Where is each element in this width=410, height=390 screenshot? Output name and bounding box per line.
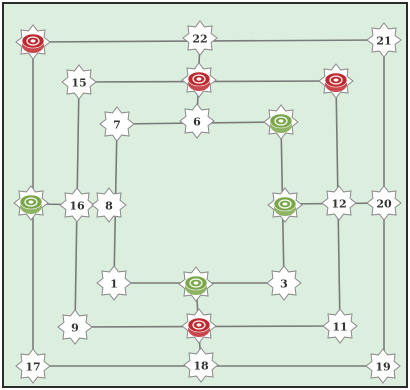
point-star-icon — [182, 20, 218, 56]
point-label: 1 — [110, 278, 118, 291]
point-label: 19 — [375, 361, 390, 374]
point-star-icon — [179, 103, 215, 139]
piece-ring-icon — [24, 197, 38, 207]
point-star-icon — [59, 187, 95, 223]
point-star-icon — [61, 64, 97, 100]
board-point-3[interactable]: 3 — [266, 265, 302, 301]
piece-ring-icon — [189, 278, 203, 288]
board-point-15[interactable]: 15 — [61, 64, 97, 100]
point-star-icon — [57, 309, 93, 345]
point-star-icon — [322, 308, 358, 344]
point-label: 17 — [25, 361, 40, 374]
piece-ring-icon — [192, 320, 206, 330]
board-point-19[interactable]: 19 — [365, 348, 401, 384]
point-label: 16 — [69, 200, 85, 213]
point-label: 11 — [332, 321, 347, 334]
red-piece[interactable] — [15, 24, 51, 60]
board-point-6[interactable]: 6 — [179, 103, 215, 139]
point-star-icon — [15, 348, 51, 384]
board-point-21[interactable]: 21 — [366, 22, 402, 58]
point-label: 15 — [71, 77, 86, 90]
game-pieces — [13, 24, 354, 344]
point-star-icon — [183, 347, 219, 383]
point-label: 7 — [113, 119, 121, 132]
board-point-20[interactable]: 20 — [366, 185, 402, 221]
piece-center-icon — [333, 78, 339, 82]
board-point-16[interactable]: 16 — [59, 187, 95, 223]
point-label: 9 — [71, 322, 79, 335]
board-point-12[interactable]: 12 — [321, 185, 357, 221]
red-piece[interactable] — [181, 308, 217, 344]
red-piece[interactable] — [318, 63, 354, 99]
point-label: 12 — [331, 198, 346, 211]
piece-ring-icon — [192, 74, 206, 84]
piece-ring-icon — [278, 199, 292, 209]
point-star-icon — [321, 185, 357, 221]
piece-center-icon — [196, 323, 202, 327]
board-point-9[interactable]: 9 — [57, 309, 93, 345]
point-label: 18 — [193, 360, 209, 373]
green-piece[interactable] — [267, 187, 303, 223]
point-label: 8 — [105, 200, 113, 213]
board-point-17[interactable]: 17 — [15, 348, 51, 384]
point-label: 22 — [192, 33, 207, 46]
board-point-8[interactable]: 8 — [91, 187, 127, 223]
board-points: 22 21 15 7 6 16 8 12 20 1 3 9 11 17 18 19 — [15, 20, 402, 384]
board-point-7[interactable]: 7 — [99, 106, 135, 142]
point-star-icon — [366, 22, 402, 58]
point-star-icon — [365, 348, 401, 384]
point-star-icon — [91, 187, 127, 223]
piece-center-icon — [282, 202, 288, 206]
piece-ring-icon — [329, 75, 343, 85]
green-piece[interactable] — [13, 185, 49, 221]
point-label: 21 — [376, 35, 391, 48]
piece-center-icon — [193, 281, 199, 285]
piece-center-icon — [28, 200, 34, 204]
green-piece[interactable] — [178, 266, 214, 302]
piece-center-icon — [30, 39, 36, 43]
point-label: 6 — [193, 116, 201, 129]
green-piece[interactable] — [263, 104, 299, 140]
piece-center-icon — [196, 77, 202, 81]
board-point-18[interactable]: 18 — [183, 347, 219, 383]
red-piece[interactable] — [181, 62, 217, 98]
board-point-11[interactable]: 11 — [322, 308, 358, 344]
point-star-icon — [266, 265, 302, 301]
point-star-icon — [96, 265, 132, 301]
piece-ring-icon — [274, 116, 288, 126]
point-star-icon — [99, 106, 135, 142]
board-point-1[interactable]: 1 — [96, 265, 132, 301]
point-label: 20 — [376, 198, 392, 211]
piece-ring-icon — [26, 36, 40, 46]
point-label: 3 — [280, 278, 288, 291]
board-point-22[interactable]: 22 — [182, 20, 218, 56]
point-star-icon — [366, 185, 402, 221]
piece-center-icon — [278, 119, 284, 123]
